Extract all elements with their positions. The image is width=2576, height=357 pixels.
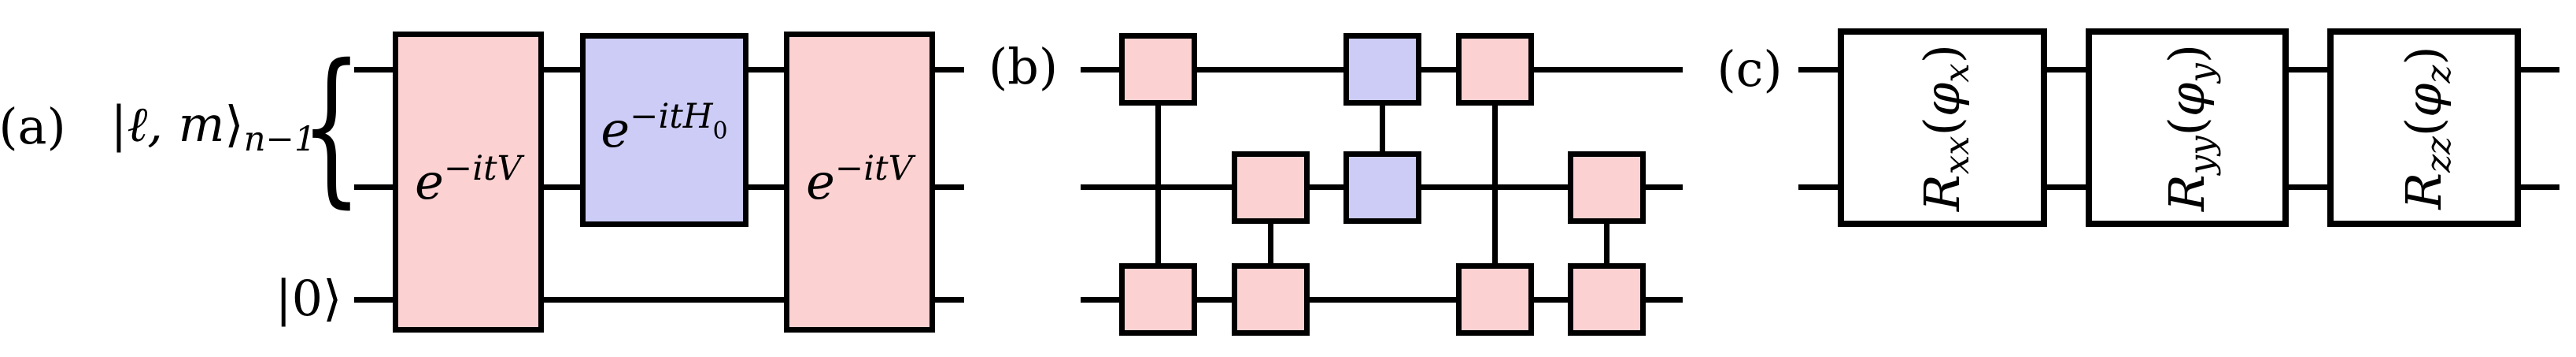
math-segment: e [806,153,835,210]
math-segment: e [601,101,630,158]
math-segment: ) [2395,46,2452,65]
math-segment: 0 [712,117,728,146]
ancilla-zero-ket: |0⟩ [275,274,342,323]
math-segment: y [2182,63,2223,83]
panel-a-label: (a) [0,98,66,155]
panel-b-gate-col2-bottom-pink [1232,263,1310,336]
math-segment: |0⟩ [275,270,342,327]
panel-b-gate-col4-top-pink [1456,33,1534,106]
panel-b-label: (b) [988,38,1059,95]
panel-b-gate-connector-1 [1155,102,1161,266]
math-segment: e [415,153,444,210]
math-segment: φ [1913,82,1971,117]
math-segment: n−1 [243,120,316,160]
panel-a-exp-itV-gate-1-label: e−itV [415,151,522,206]
math-segment: ⟩ [224,95,244,153]
math-segment: xx [1938,136,1978,175]
math-segment: | [110,95,128,153]
panel-b-gate-col1-bottom-pink [1119,263,1197,336]
panel-c-Ryy-rotation-gate [2086,28,2289,227]
panel-c-Rzz-rotation-gate-label: Rzz(φz) [2395,46,2459,209]
panel-b-gate-connector-2 [1267,221,1273,266]
panel-b-gate-col1-top-pink [1119,33,1197,106]
math-segment: ℓ, m [127,95,225,153]
panel-b-gate-col5-bottom-pink [1568,263,1646,336]
panel-b-gate-connector-5 [1603,221,1610,266]
panel-a-register-brace: { [300,28,363,223]
math-segment: −itV [834,149,913,189]
panel-c-Rzz-rotation-gate [2327,28,2521,227]
math-segment: yy [2182,136,2223,175]
panel-b-gate-connector-3 [1379,102,1385,154]
math-segment: z [2419,65,2460,84]
panel-a-exp-itH0-gate-label: e−itH0 [601,99,728,154]
panel-b-wire-3 [1081,296,1683,303]
math-segment: R [1913,174,1971,211]
panel-c-Ryy-rotation-gate-label: Ryy(φy) [2158,44,2222,211]
math-segment: −itV [443,149,522,189]
math-segment: ( [2158,117,2216,136]
input-state-ket: |ℓ, m⟩n−1 [110,100,316,157]
math-segment: ) [1913,44,1971,64]
panel-c-label: (c) [1717,40,1783,98]
panel-a-exp-itH0-gate [580,33,748,227]
panel-c-Rxx-rotation-gate [1838,28,2047,227]
panel-a-exp-itV-gate-1 [393,32,544,333]
math-segment: −itH [630,97,713,137]
math-segment: ( [2395,117,2452,137]
panel-c-Rxx-rotation-gate-label: Rxx(φx) [1913,44,1977,211]
panel-b-gate-col3-top-blue [1343,33,1421,106]
math-segment: φ [2395,83,2452,117]
math-segment: R [2395,172,2452,210]
panel-a-exp-itV-gate-2-label: e−itV [806,151,913,206]
math-segment: ) [2158,43,2216,64]
panel-a-exp-itV-gate-2 [784,32,935,333]
panel-b-gate-col2-mid-pink [1232,151,1310,224]
math-segment: φ [2158,82,2216,117]
math-segment: ( [1913,117,1971,136]
math-segment: x [1938,63,1978,83]
math-segment: zz [2419,136,2460,173]
panel-b-gate-connector-4 [1491,102,1498,266]
panel-b-gate-col5-mid-pink [1568,151,1646,224]
panel-b-gate-col4-bottom-pink [1456,263,1534,336]
panel-a-wire-3 [354,296,964,303]
panel-b-gate-col3-mid-blue [1343,151,1421,224]
math-segment: R [2158,174,2216,212]
